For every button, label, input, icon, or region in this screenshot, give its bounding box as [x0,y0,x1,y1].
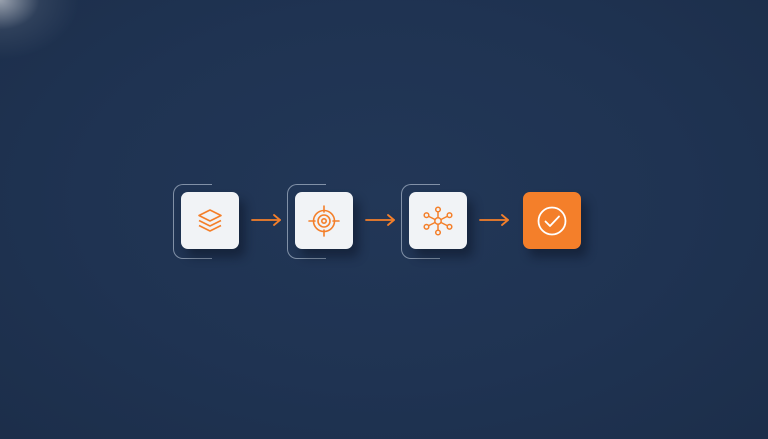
step-1-card [181,192,239,249]
step-3-card [409,192,467,249]
step-1-frame [173,184,212,259]
arrow-right-icon [479,214,509,226]
step-2-frame [287,184,326,259]
step-3-frame [401,184,440,259]
network-icon [421,204,455,238]
target-icon [307,204,341,238]
step-2-card [295,192,353,249]
step-4-card [523,192,581,249]
arrow-right-icon [365,214,395,226]
layers-icon [194,205,226,237]
arrow-right-icon [251,214,281,226]
check-circle-icon [535,204,569,238]
